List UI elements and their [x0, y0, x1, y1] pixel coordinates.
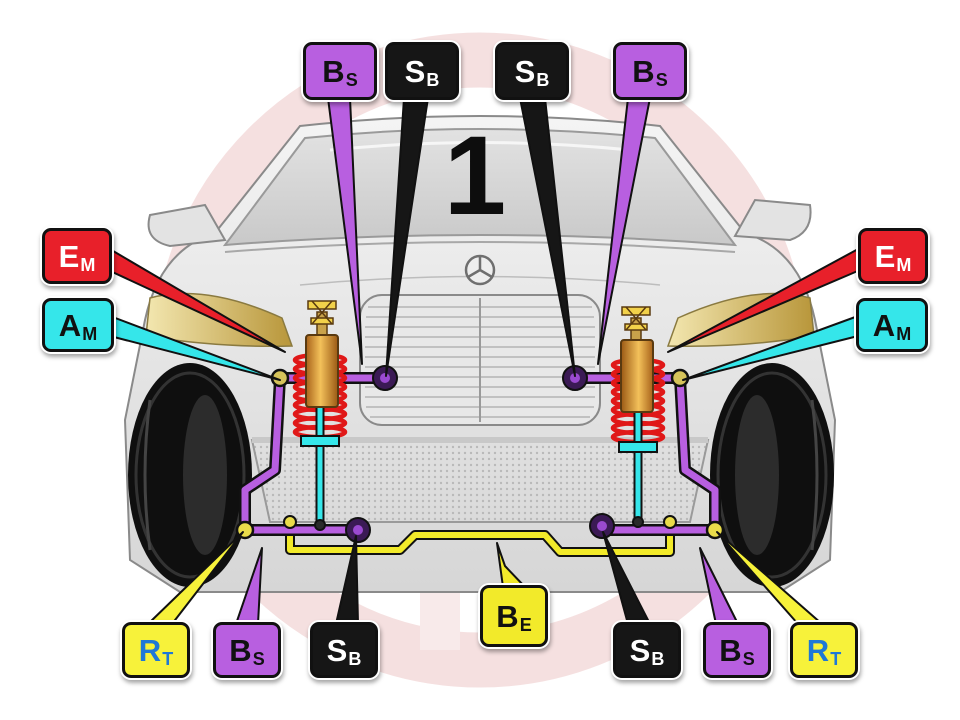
callout-main: S — [514, 53, 536, 89]
callout-main: B — [322, 53, 345, 89]
callout-sub: S — [742, 649, 755, 669]
callout-main: A — [872, 307, 896, 343]
callout-main: R — [138, 632, 162, 668]
right-mirror — [733, 198, 812, 242]
star-emblem-icon — [464, 254, 496, 286]
callout-main: S — [404, 53, 426, 89]
left-strut-rod — [300, 405, 340, 525]
callout-sub: B — [426, 70, 440, 90]
callout-main: R — [806, 632, 830, 668]
left-shock-absorber — [305, 300, 339, 408]
callout-main: E — [58, 238, 80, 274]
left-mirror — [147, 203, 227, 248]
callout-main: S — [629, 632, 651, 668]
callout-sub: M — [896, 255, 912, 275]
callout-main: B — [719, 632, 742, 668]
callout-sub: M — [896, 324, 912, 344]
callout-main: E — [874, 238, 896, 274]
callout-sub: B — [536, 70, 550, 90]
callout-main: B — [496, 598, 519, 634]
hood-line — [224, 241, 736, 253]
callout-sub: S — [252, 649, 265, 669]
callout-main: A — [58, 307, 82, 343]
car — [123, 115, 837, 593]
callout-main: B — [632, 53, 655, 89]
left-wheel — [128, 363, 252, 587]
callout-sub: B — [348, 649, 362, 669]
callout-sub: M — [80, 255, 96, 275]
callout-sub: M — [82, 324, 98, 344]
stabilizer-bar — [285, 522, 675, 557]
callout-main: B — [229, 632, 252, 668]
right-suspension — [562, 306, 725, 540]
callout-sub: S — [345, 70, 358, 90]
left-suspension — [235, 300, 398, 543]
callout-sub: B — [651, 649, 665, 669]
callout-sub: E — [519, 615, 532, 635]
right-wheel — [710, 363, 834, 587]
callout-pointers — [107, 97, 861, 625]
figure-number: 1 — [443, 113, 507, 238]
callout-sub: T — [830, 649, 842, 669]
callout-sub: S — [655, 70, 668, 90]
callout-sub: T — [162, 649, 174, 669]
callout-main: S — [326, 632, 348, 668]
